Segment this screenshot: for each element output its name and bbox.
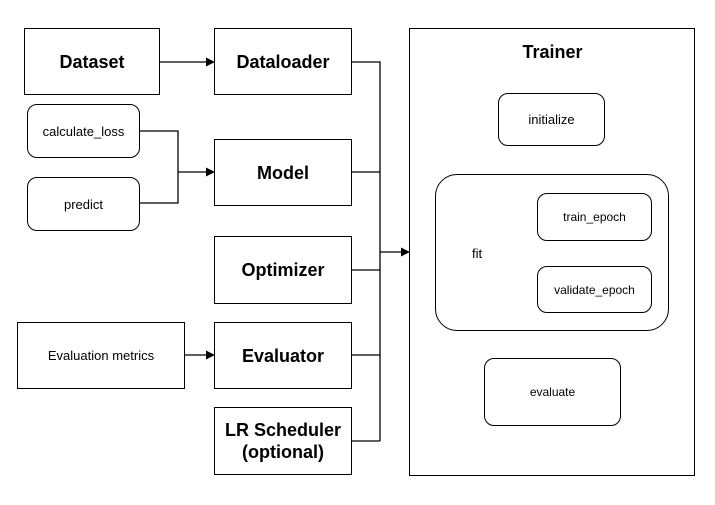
lr-scheduler-optional-label: (optional): [242, 442, 324, 462]
evaluate-label: evaluate: [529, 385, 576, 399]
calculate-loss-box: calculate_loss: [27, 104, 140, 158]
calculate-loss-label: calculate_loss: [42, 123, 125, 139]
train-epoch-box: train_epoch: [537, 193, 652, 241]
validate-epoch-label: validate_epoch: [554, 282, 635, 297]
model-box: Model: [214, 139, 352, 206]
line-dataloader-bus: [352, 61, 381, 441]
predict-label: predict: [63, 196, 104, 212]
evaluation-metrics-box: Evaluation metrics: [17, 322, 185, 389]
lr-scheduler-box: LR Scheduler (optional): [214, 407, 352, 475]
initialize-box: initialize: [498, 93, 605, 146]
evaluate-box: evaluate: [484, 358, 621, 426]
dataset-label: Dataset: [59, 51, 125, 72]
evaluation-metrics-label: Evaluation metrics: [47, 348, 155, 363]
line-calculate-loss: [140, 130, 179, 172]
evaluator-label: Evaluator: [241, 345, 325, 366]
optimizer-label: Optimizer: [241, 260, 325, 280]
dataloader-label: Dataloader: [236, 51, 330, 72]
evaluator-box: Evaluator: [214, 322, 352, 389]
trainer-title: Trainer: [522, 42, 583, 62]
predict-box: predict: [27, 177, 140, 231]
dataloader-box: Dataloader: [214, 28, 352, 95]
train-epoch-label: train_epoch: [563, 210, 626, 224]
optimizer-box: Optimizer: [214, 236, 352, 304]
line-predict: [140, 172, 179, 204]
dataset-box: Dataset: [24, 28, 160, 95]
fit-label: fit: [472, 246, 483, 261]
initialize-label: initialize: [528, 112, 575, 127]
lr-scheduler-label: LR Scheduler: [224, 420, 342, 440]
validate-epoch-box: validate_epoch: [537, 266, 652, 313]
model-label: Model: [257, 162, 309, 183]
